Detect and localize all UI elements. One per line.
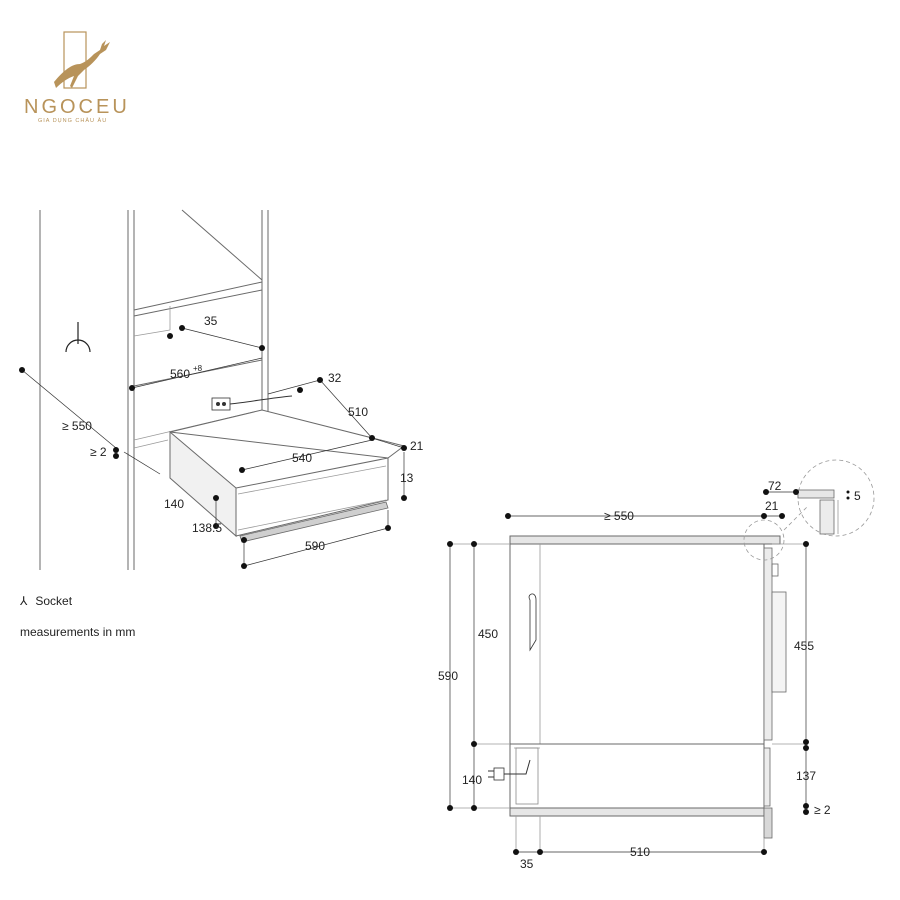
deer-logo-icon xyxy=(54,31,110,89)
side-label-35: 35 xyxy=(520,857,534,871)
perspective-label-550: ≥ 550 xyxy=(62,419,92,433)
perspective-view: 35 560 +8 32 510 21 13 ≥ 550 ≥ 2 540 140… xyxy=(19,209,424,570)
perspective-label-13: 13 xyxy=(400,471,414,485)
brand-name: NGOCEU xyxy=(24,96,130,118)
perspective-label-560: 560 xyxy=(170,367,190,381)
side-label-5: 5 xyxy=(854,489,861,503)
perspective-label-32: 32 xyxy=(328,371,342,385)
side-label-455: 455 xyxy=(794,639,814,653)
plug-icon xyxy=(211,395,293,411)
side-label-72: 72 xyxy=(768,479,782,493)
side-label-450: 450 xyxy=(478,627,498,641)
perspective-label-35: 35 xyxy=(204,314,218,328)
perspective-label-590: 590 xyxy=(305,539,325,553)
side-view: 72 5 ≥ 550 21 450 590 455 140 137 ≥ 2 35… xyxy=(438,459,875,871)
perspective-label-510: 510 xyxy=(348,405,368,419)
side-label-590: 590 xyxy=(438,669,458,683)
side-label-21: 21 xyxy=(765,499,779,513)
perspective-label-140: 140 xyxy=(164,497,184,511)
units-note: measurements in mm xyxy=(20,625,136,639)
plug-icon xyxy=(488,759,531,781)
side-label-550: ≥ 550 xyxy=(604,509,634,523)
perspective-label-540: 540 xyxy=(292,451,312,465)
perspective-label-21: 21 xyxy=(410,439,424,453)
perspective-label-2: ≥ 2 xyxy=(90,445,107,459)
socket-legend-label: Socket xyxy=(35,594,73,608)
socket-symbol-icon xyxy=(65,322,91,353)
perspective-label-138-5: 138.5 xyxy=(192,521,222,535)
side-label-140: 140 xyxy=(462,773,482,787)
side-label-510: 510 xyxy=(630,845,650,859)
brand-tagline: GIA DỤNG CHÂU ÂU xyxy=(38,118,108,124)
side-label-137: 137 xyxy=(796,769,816,783)
socket-legend-icon: ⅄ xyxy=(20,594,28,608)
side-label-2: ≥ 2 xyxy=(814,803,831,817)
legend-socket: ⅄ Socket xyxy=(20,594,72,608)
perspective-label-560-sup: +8 xyxy=(193,364,203,373)
